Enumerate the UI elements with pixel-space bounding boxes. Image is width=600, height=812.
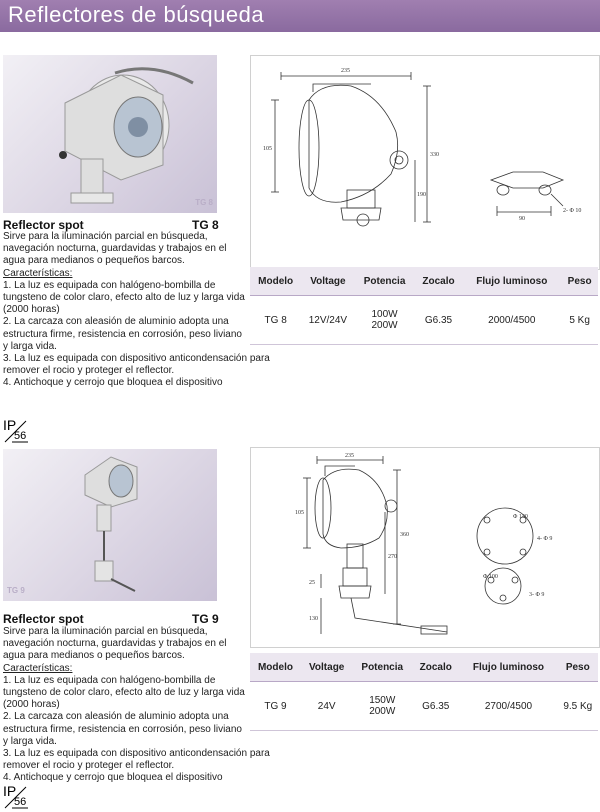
feature-3: 3. La luz es equipada con dispositivo an… [3, 748, 270, 772]
technical-drawing-tg8: 235 105 330 190 90 2- Φ 10 [250, 55, 600, 270]
description-text: Sirve para la iluminación parcial en bús… [3, 231, 227, 267]
col-potencia: Potencia [354, 267, 415, 296]
feature-4: 4. Antichoque y cerrojo que bloquea el d… [3, 772, 223, 784]
dim-d1: Φ 140 [513, 514, 528, 520]
feature-2: 2. La carcaza con aleasión de aluminio a… [3, 316, 242, 352]
ip-label: IP [3, 417, 17, 433]
feature-3: 3. La luz es equipada con dispositivo an… [3, 353, 270, 377]
ip-number: 56 [14, 796, 27, 808]
cell-peso: 9.5 Kg [557, 681, 598, 731]
spec-table-tg8: Modelo Voltage Potencia Zocalo Flujo lum… [250, 267, 598, 345]
product-description-tg9: Sirve para la iluminación parcial en bús… [3, 626, 247, 748]
cell-flujo: 2000/4500 [462, 295, 562, 345]
potencia-value-1: 100W [371, 309, 398, 320]
dim-hole-spacing: 90 [519, 216, 525, 222]
cell-voltage: 24V [300, 681, 353, 731]
product-description-tg8: Sirve para la iluminación parcial en bús… [3, 231, 247, 353]
dim-h1: 105 [295, 510, 304, 516]
dim-h2: 330 [430, 152, 439, 158]
potencia-value-1: 150W [369, 695, 396, 706]
col-flujo: Flujo luminoso [462, 267, 562, 296]
potencia-value-2: 200W [369, 706, 396, 717]
product-title-tg9: Reflector spot [3, 612, 84, 626]
potencia-value-2: 200W [371, 320, 398, 331]
cell-modelo: TG 9 [250, 681, 301, 731]
col-modelo: Modelo [250, 653, 301, 682]
dim-h5: 130 [309, 616, 318, 622]
cell-peso: 5 Kg [561, 295, 598, 345]
dim-holes: 2- Φ 10 [563, 208, 581, 214]
col-zocalo: Zocalo [414, 267, 463, 296]
ip-badge-icon [4, 786, 28, 809]
dim-h3: 190 [417, 192, 426, 198]
product-features-tg8-wide: 3. La luz es equipada con dispositivo an… [3, 353, 303, 390]
product-code-tg8: TG 8 [192, 218, 219, 232]
col-potencia: Potencia [352, 653, 413, 682]
spec-header-row: Modelo Voltage Potencia Zocalo Flujo lum… [250, 653, 598, 682]
table-row: TG 9 24V 150W 200W G6.35 2700/4500 9.5 K… [250, 681, 598, 731]
product-code-tg9: TG 9 [192, 612, 219, 626]
dim-h3: 270 [388, 554, 397, 560]
page-title: Reflectores de búsqueda [8, 2, 265, 27]
col-zocalo: Zocalo [412, 653, 460, 682]
dim-width: 235 [341, 68, 350, 74]
cell-potencia: 150W 200W [352, 681, 413, 731]
photo-caption: TG 8 [195, 198, 213, 207]
dim-width: 235 [345, 453, 354, 459]
ip-rating-badge-tg9: IP 56 [2, 783, 28, 810]
feature-2: 2. La carcaza con aleasión de aluminio a… [3, 711, 242, 747]
col-peso: Peso [561, 267, 598, 296]
photo-caption: TG 9 [7, 586, 25, 595]
features-heading: Características: [3, 267, 73, 279]
dim-d3: Φ 100 [483, 574, 498, 580]
cell-modelo: TG 8 [250, 295, 302, 345]
dim-h1: 105 [263, 146, 272, 152]
dim-h2: 360 [400, 532, 409, 538]
cell-zocalo: G6.35 [412, 681, 460, 731]
page-header: Reflectores de búsqueda [0, 0, 600, 32]
spec-header-row: Modelo Voltage Potencia Zocalo Flujo lum… [250, 267, 598, 296]
spec-table-tg9: Modelo Voltage Potencia Zocalo Flujo lum… [250, 653, 598, 731]
searchlight-image [59, 67, 194, 204]
description-text: Sirve para la iluminación parcial en bús… [3, 626, 227, 662]
product-photo-tg9: TG 9 [3, 449, 217, 601]
cell-flujo: 2700/4500 [459, 681, 558, 731]
feature-1: 1. La luz es equipada con halógeno-bombi… [3, 674, 245, 711]
feature-1: 1. La luz es equipada con halógeno-bombi… [3, 279, 245, 316]
dim-d2: 4- Φ 9 [537, 536, 552, 542]
dim-d4: 3- Φ 9 [529, 592, 544, 598]
ip-number: 56 [14, 430, 27, 442]
col-voltage: Voltage [301, 267, 355, 296]
cell-voltage: 12V/24V [301, 295, 355, 345]
product-title-tg8: Reflector spot [3, 218, 84, 232]
col-flujo: Flujo luminoso [459, 653, 558, 682]
ip-badge-icon [4, 420, 28, 443]
table-row: TG 8 12V/24V 100W 200W G6.35 2000/4500 5… [250, 295, 598, 345]
col-voltage: Voltage [300, 653, 353, 682]
dimension-drawing: 235 105 330 190 90 2- Φ 10 [263, 68, 581, 227]
technical-drawing-tg9: 235 105 360 270 25 130 Φ 140 4- Φ 9 Φ 10… [250, 447, 600, 648]
product-features-tg9-wide: 3. La luz es equipada con dispositivo an… [3, 748, 303, 785]
ip-rating-badge-tg8: IP 56 [2, 417, 28, 444]
feature-4: 4. Antichoque y cerrojo que bloquea el d… [3, 377, 223, 389]
dimension-drawing: 235 105 360 270 25 130 Φ 140 4- Φ 9 Φ 10… [295, 453, 552, 635]
col-modelo: Modelo [250, 267, 302, 296]
dim-h4: 25 [309, 580, 315, 586]
ip-label: IP [3, 783, 17, 799]
features-heading: Características: [3, 662, 73, 674]
col-peso: Peso [557, 653, 598, 682]
searchlight-image [84, 456, 138, 592]
cell-potencia: 100W 200W [354, 295, 415, 345]
product-photo-tg8: TG 8 [3, 55, 217, 213]
cell-zocalo: G6.35 [414, 295, 463, 345]
